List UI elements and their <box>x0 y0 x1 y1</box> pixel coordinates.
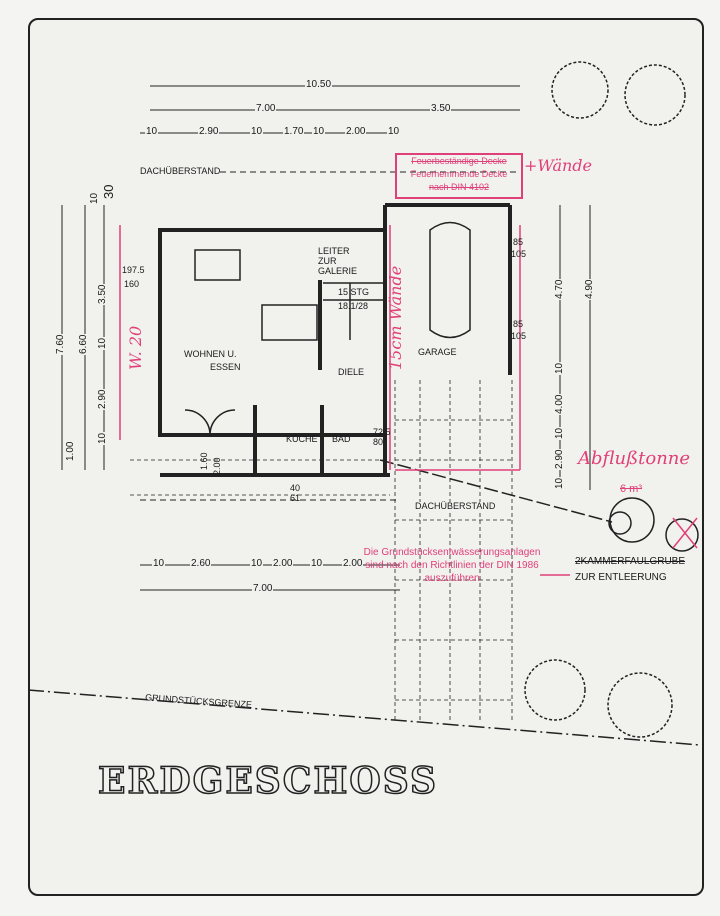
ladder-label: ZUR <box>318 256 337 266</box>
room-living: WOHNEN U. <box>184 349 237 359</box>
dim-bottom: 10 <box>250 558 264 569</box>
stamp-main-text: Feuerhemmende Decke <box>410 169 508 179</box>
room-bath: BAD <box>332 434 351 444</box>
dim-inner: 40 <box>290 483 301 493</box>
page-title: ERDGESCHOSS <box>97 759 438 803</box>
dim-top: 2.90 <box>198 126 220 137</box>
dim-bottom-total: 7.00 <box>252 583 274 594</box>
dim-left: 160 <box>124 279 140 289</box>
stamp-struck-text: Feuerbeständige Decke <box>411 156 507 166</box>
dim-top: 10 <box>387 126 401 137</box>
dim-left: 2.90 <box>97 388 108 410</box>
dim-left: 10 <box>89 191 100 205</box>
dim-top: 1.70 <box>283 126 305 137</box>
dim-total-width: 10.50 <box>305 79 333 90</box>
dim-top: 10 <box>145 126 159 137</box>
dim-right: 85 <box>513 319 524 329</box>
emptying-label: ZUR ENTLEERUNG <box>575 572 667 583</box>
dim-garage-width: 3.50 <box>430 103 452 114</box>
dim-right: 105 <box>511 331 527 341</box>
volume-note: 6 m³ <box>620 483 642 495</box>
walls-note: +Wände <box>524 156 593 175</box>
dim-bottom: 2.00 <box>272 558 294 569</box>
dim-right: 85 <box>513 237 524 247</box>
dim-house-width: 7.00 <box>255 103 277 114</box>
dim-bottom: 2.60 <box>190 558 212 569</box>
dim-inner: 80 <box>373 437 384 447</box>
dim-top: 2.00 <box>345 126 367 137</box>
vertical-wall-note: 15cm Wände <box>386 265 405 370</box>
roof-overhang-label: DACHÜBERSTAND <box>140 166 221 176</box>
stairs-label: 15 STG <box>338 287 370 297</box>
dim-left: 10 <box>97 336 108 350</box>
ladder-label: LEITER <box>318 246 350 256</box>
dim-left: 7.60 <box>55 333 66 355</box>
septic-tank-label: 2KAMMERFAULGRUBE <box>575 556 686 567</box>
dim-right: 4.90 <box>584 278 595 300</box>
room-hall: DIELE <box>338 367 365 377</box>
dim-right: 2.90 <box>554 448 565 470</box>
dim-door: 2.00 <box>212 457 222 475</box>
room-garage: GARAGE <box>418 347 457 357</box>
dim-right: 4.00 <box>554 393 565 415</box>
dim-bottom: 2.00 <box>342 558 364 569</box>
drawing-sheet <box>28 18 704 896</box>
dim-bottom: 10 <box>152 558 166 569</box>
dim-right: 10 <box>554 476 565 490</box>
room-kitchen: KÜCHE <box>286 434 318 444</box>
fire-rating-stamp: Feuerbeständige Decke Feuerhemmende Deck… <box>395 153 523 199</box>
dim-left: 10 <box>97 431 108 445</box>
drain-note: Abflußtonne <box>578 448 691 469</box>
drainage-notice: Die Grundstücksentwässerungsanlagen sind… <box>363 547 541 584</box>
dim-inner: 72.5 <box>373 427 391 437</box>
dim-right: 10 <box>554 426 565 440</box>
stamp-din-text: nach DIN 4102 <box>428 182 490 192</box>
dim-door: 1.60 <box>199 452 209 470</box>
dim-left: 197.5 <box>122 265 145 275</box>
dim-bottom: 10 <box>310 558 324 569</box>
dim-top: 10 <box>250 126 264 137</box>
ladder-label: GALERIE <box>318 266 358 276</box>
dim-left: 1.00 <box>65 440 76 462</box>
dim-left: 6.60 <box>78 333 89 355</box>
dim-left: 3.50 <box>97 283 108 305</box>
dim-right: 105 <box>511 249 527 259</box>
dim-left: 30 <box>101 183 116 200</box>
room-living: ESSEN <box>210 362 241 372</box>
dim-inner: 61 <box>290 493 301 503</box>
dim-top: 10 <box>312 126 326 137</box>
left-wall-note: W. 20 <box>126 325 145 370</box>
dim-right: 4.70 <box>554 278 565 300</box>
stairs-label: 18.1/28 <box>338 301 369 311</box>
dim-right: 10 <box>554 361 565 375</box>
roof-overhang-label: DACHÜBERSTAND <box>415 501 496 511</box>
